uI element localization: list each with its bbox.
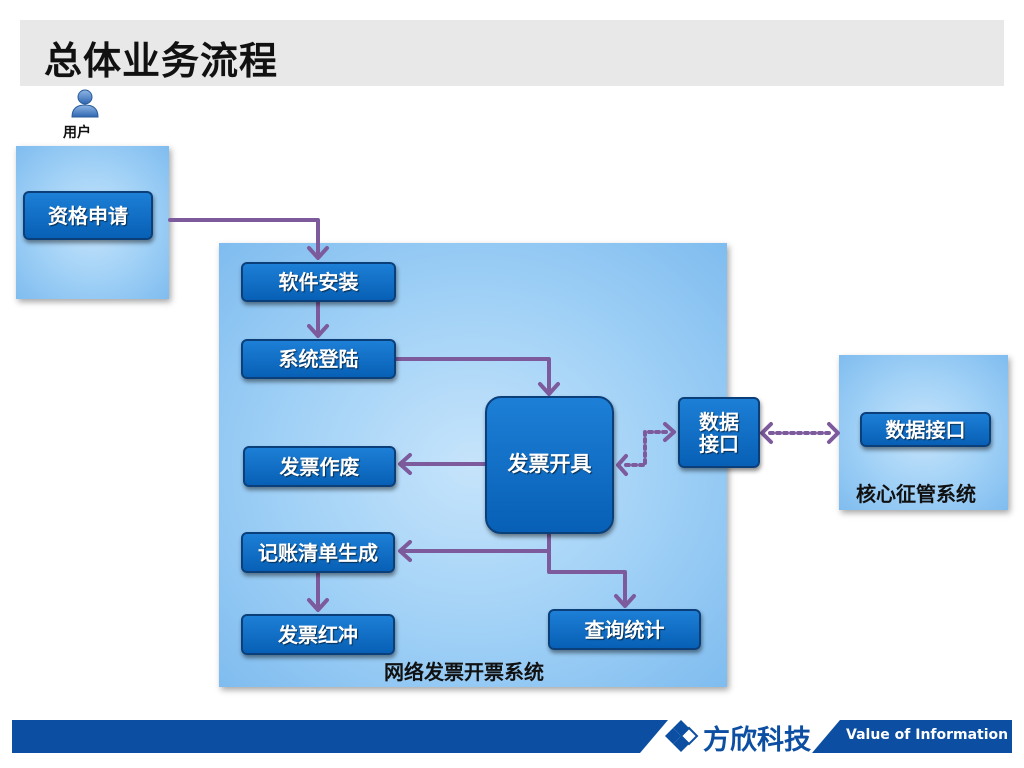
arrow-issue-to-interface [624,430,672,467]
query-stats-button[interactable]: 查询统计 [548,609,701,650]
network-system-label: 网络发票开票系统 [384,660,544,684]
data-interface-right-button[interactable]: 数据接口 [860,412,991,447]
user-label: 用户 [63,125,91,141]
title-bar: 总体业务流程 [20,20,1004,86]
arrow-login-to-issue [394,357,551,394]
core-system-label: 核心征管系统 [856,482,976,506]
arrow-issue-to-query [547,549,627,606]
invoice-red-button[interactable]: 发票红冲 [241,614,395,655]
qualification-apply-button[interactable]: 资格申请 [23,191,153,240]
ledger-generate-button[interactable]: 记账清单生成 [241,532,395,573]
page-title: 总体业务流程 [44,39,279,83]
company-logo-icon [665,720,699,752]
invoice-void-button[interactable]: 发票作废 [243,446,396,487]
footer-bar [12,720,1012,753]
user-icon [71,89,99,118]
arrow-qualification-to-install [168,218,320,258]
system-login-button[interactable]: 系统登陆 [241,339,396,379]
arrow-issue-to-ledger [400,532,551,553]
company-name: 方欣科技 [703,725,811,756]
software-install-button[interactable]: 软件安装 [241,262,396,302]
invoice-issue-button[interactable]: 发票开具 [485,396,614,534]
footer-tagline: Value of Information [846,727,1009,743]
data-interface-left-button[interactable]: 数据接口 [678,397,760,468]
